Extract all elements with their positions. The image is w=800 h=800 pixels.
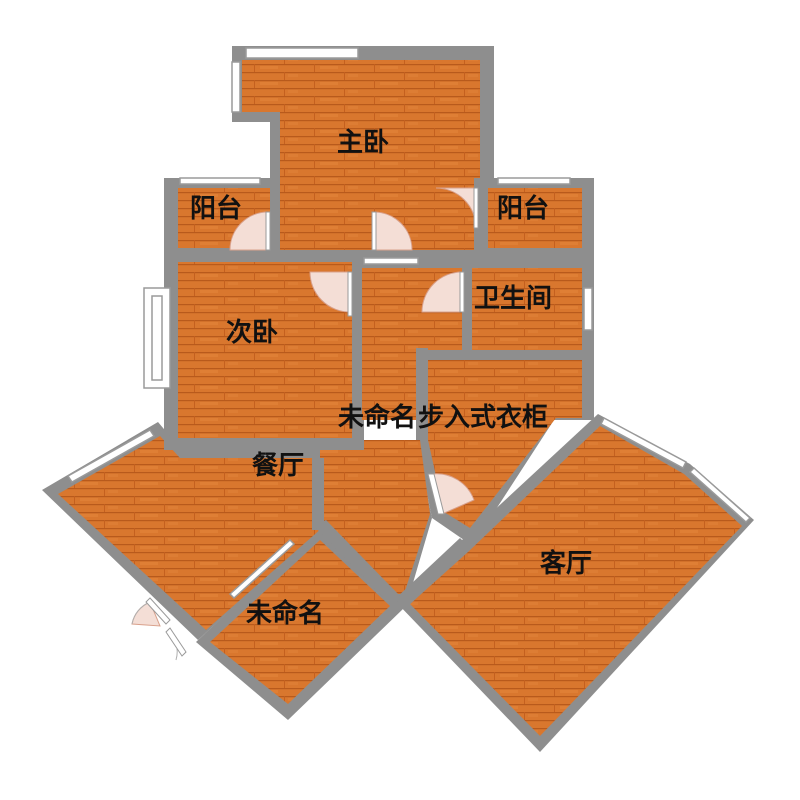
floor-second-bedroom	[178, 262, 352, 438]
windows	[66, 47, 752, 600]
window-second-bedroom-inner	[151, 295, 163, 381]
floor-master-bedroom	[242, 60, 480, 178]
floor-bathroom	[472, 268, 582, 352]
window-corridor-top	[363, 257, 419, 265]
label-walk-in-closet: 步入式衣柜	[418, 402, 548, 433]
label-living-room: 客厅	[540, 548, 592, 579]
label-unnamed-corridor: 未命名	[338, 402, 416, 433]
window-master-left	[231, 61, 241, 113]
label-unnamed-small: 未命名	[246, 598, 324, 629]
window-master-top	[245, 47, 359, 59]
door-balcony-left	[229, 211, 269, 251]
floor-small	[210, 540, 390, 704]
label-second-bedroom: 次卧	[226, 318, 278, 348]
door-bathroom	[421, 271, 463, 313]
floor-balcony-right	[488, 188, 582, 248]
doors	[131, 187, 479, 661]
window-dining-left	[66, 429, 156, 483]
floor-dining	[58, 436, 430, 630]
label-balcony-right: 阳台	[497, 193, 549, 224]
label-balcony-left: 阳台	[190, 193, 242, 224]
window-balcony-right-top	[497, 177, 571, 185]
door-closet	[431, 473, 475, 515]
label-master-bedroom: 主卧	[337, 128, 389, 158]
window-living-right	[688, 466, 752, 524]
window-balcony-left-top	[179, 177, 261, 185]
window-living-top	[600, 416, 687, 470]
floor-living	[410, 426, 742, 736]
door-second-bedroom	[309, 271, 351, 313]
inner-walls	[164, 250, 594, 608]
window-small-top	[228, 538, 296, 600]
room-labels: 主卧 阳台 阳台 次卧 卫生间 未命名 步入式衣柜 餐厅 客厅 未命名	[190, 128, 592, 629]
door-master-strip	[373, 211, 413, 251]
label-bathroom: 卫生间	[474, 284, 552, 314]
window-bathroom-right	[583, 287, 593, 331]
floor-closet	[428, 360, 582, 528]
label-dining-room: 餐厅	[252, 451, 304, 481]
